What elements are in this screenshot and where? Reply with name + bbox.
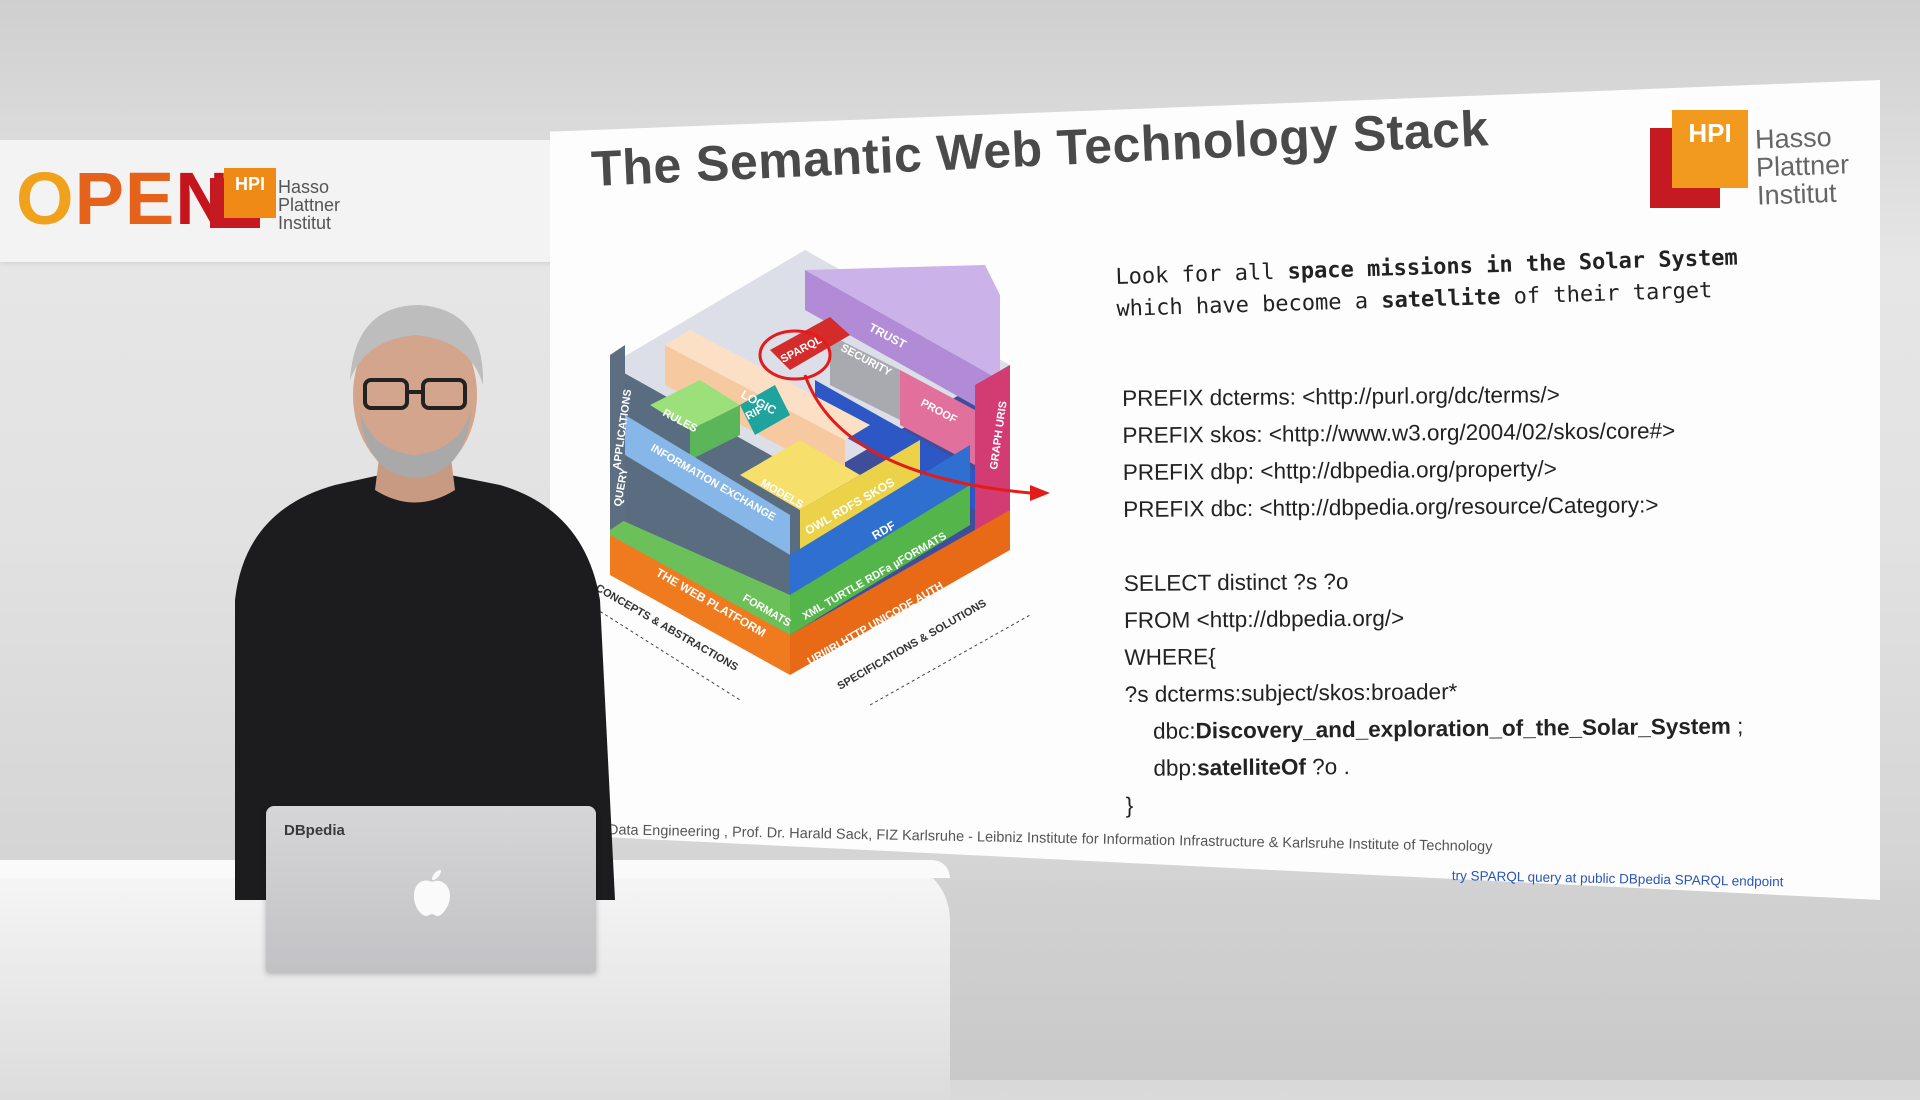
question-text: Look for all (1115, 259, 1288, 290)
presenter-beard (360, 410, 471, 478)
wordmark-line: Institut (278, 213, 332, 233)
question-text: which have become a (1116, 288, 1382, 322)
trust-block (805, 270, 1000, 420)
presenter-face (353, 313, 477, 477)
query-triple-line: dbp:satelliteOf ?o . (1125, 745, 1744, 787)
question-emphasis: satellite (1380, 284, 1501, 314)
applications-block (610, 345, 625, 530)
query-prefix-line: PREFIX dcterms: <http://purl.org/dc/term… (1122, 382, 1560, 411)
query-prefix-line: PREFIX dbc: <http://dbpedia.org/resource… (1123, 492, 1659, 522)
query-token: dbp: (1153, 755, 1198, 781)
presenter-shirt (235, 475, 615, 900)
arrow-head-icon (1030, 485, 1050, 501)
sparql-highlight-circle (758, 329, 832, 381)
formats-block (610, 515, 790, 635)
hpi-logo-badge: HPI (1672, 110, 1748, 188)
logic-block-top (665, 330, 870, 440)
wordmark-line: Hasso (278, 177, 330, 197)
uri-block (790, 510, 1010, 675)
apple-logo-leaf (432, 870, 441, 880)
wordmark-line: Institut (1756, 177, 1838, 211)
owl-rdfs-skos-block (800, 440, 920, 550)
query-token: dbc: (1152, 718, 1196, 744)
query-token: ; (1730, 713, 1744, 739)
dbpedia-sticker: DBpedia (284, 822, 345, 839)
hpi-large-wordmark: Hasso Plattner Institut (1755, 122, 1851, 211)
query-close-line: } (1125, 792, 1134, 818)
rules-block-side (690, 405, 740, 460)
trust-block-top (805, 265, 1000, 380)
query-where-line: WHERE{ (1124, 644, 1216, 670)
query-prefix-line: PREFIX skos: <http://www.w3.org/2004/02/… (1122, 418, 1676, 448)
web-platform-block (610, 535, 790, 675)
query-select-line: SELECT distinct ?s ?o (1123, 569, 1349, 596)
apple-logo-icon (414, 870, 450, 916)
query-triple-line: ?s dcterms:subject/skos:broader* (1124, 679, 1458, 707)
information-exchange-block (625, 415, 790, 555)
semantic-web-stack-diagram: TRUST PROOF SECURITY SPARQL LOGIC RULES … (590, 250, 1050, 706)
query-spacer (1123, 523, 1742, 565)
hpi-logo-small: HPI (210, 168, 276, 230)
proof-block (900, 370, 975, 465)
rules-block (650, 380, 740, 430)
rdf-block (790, 445, 970, 595)
rif-block (740, 385, 790, 435)
query-prefix-line: PREFIX dbp: <http://dbpedia.org/property… (1122, 456, 1557, 485)
apple-logo-body (414, 880, 450, 916)
graph-uris-block (975, 365, 1010, 560)
query-triple-line: dbc:Discovery_and_exploration_of_the_Sol… (1125, 708, 1744, 750)
hpi-logo-large: HPI (1650, 110, 1750, 210)
sparql-query: PREFIX dcterms: <http://purl.org/dc/term… (1122, 375, 1744, 824)
wordmark-line: Plattner (278, 195, 341, 215)
specs-guide-line (869, 614, 1031, 706)
question-text: of their target (1500, 278, 1713, 310)
sparql-block (770, 317, 850, 370)
hpi-small-wordmark: Hasso Plattner Institut (278, 178, 340, 232)
query-token: ?o . (1305, 754, 1350, 780)
presenter-hair (350, 305, 484, 385)
openhpi-logo-text: OPEN (16, 162, 230, 236)
query-from-line: FROM <http://dbpedia.org/> (1123, 605, 1405, 633)
logo-letters-pe: PE (74, 157, 176, 240)
query-token-bold: Discovery_and_exploration_of_the_Solar_S… (1195, 713, 1731, 744)
presenter (235, 305, 615, 900)
security-block (830, 335, 900, 420)
openhpi-banner (0, 140, 560, 262)
hpi-logo-badge: HPI (224, 168, 276, 218)
query-token-bold: satelliteOf (1197, 754, 1307, 781)
sparql-arrow (803, 374, 1031, 495)
formats-list-block (790, 485, 970, 635)
logo-letter-o: O (16, 157, 75, 240)
